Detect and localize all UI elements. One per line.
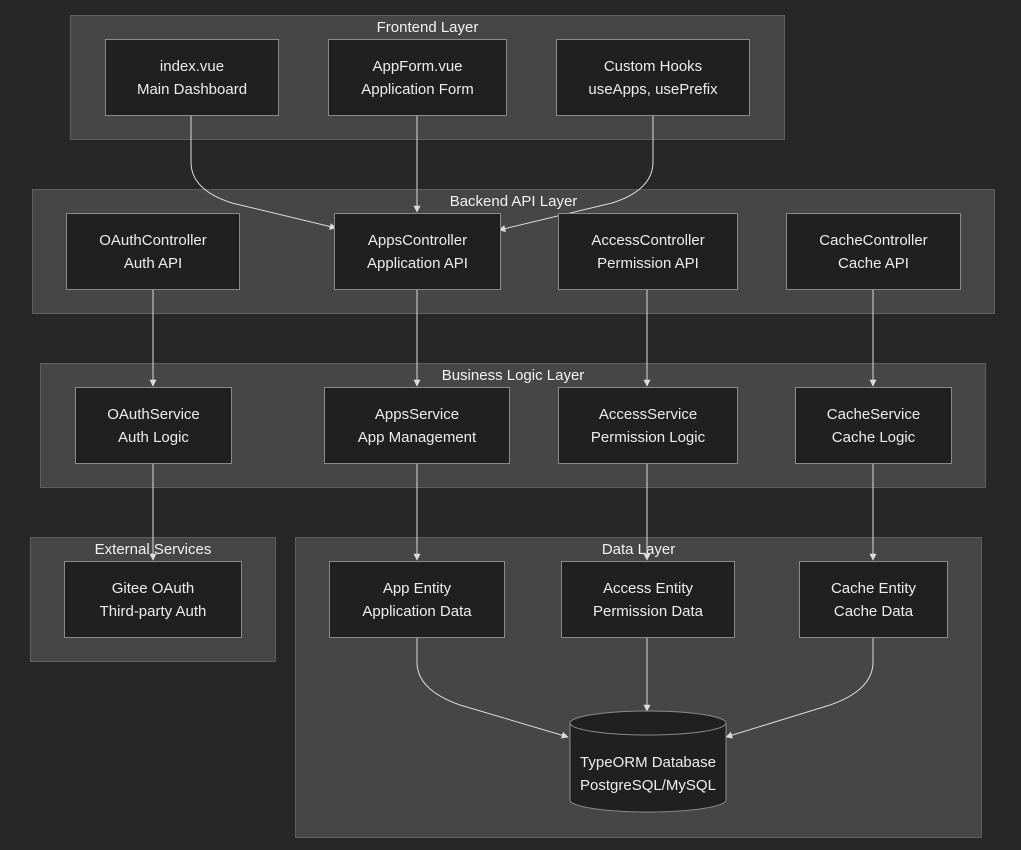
node-line-1: Custom Hooks [603,57,703,75]
node-line-1: OAuthController [99,231,207,249]
node-access-controller: AccessController Permission API [558,213,738,290]
node-line-2: Application Form [361,80,474,98]
node-line-2: Application API [367,254,468,272]
node-apps-service: AppsService App Management [324,387,510,464]
node-line-2: Cache API [838,254,909,272]
node-line-1: AppsController [367,231,468,249]
node-line-1: CacheController [819,231,928,249]
node-line-1: OAuthService [107,405,200,423]
node-line-2: Main Dashboard [136,80,248,98]
node-line-2: useApps, usePrefix [588,80,718,98]
node-line-1: AppForm.vue [372,57,463,75]
group-title: Frontend Layer [376,19,479,36]
edge-cache-entity-to-database [725,638,874,739]
node-appform-vue: AppForm.vue Application Form [328,39,507,116]
node-line-1: Access Entity [602,579,694,597]
node-line-1: AppsService [374,405,460,423]
node-line-2: Third-party Auth [99,602,207,620]
node-line-2: App Management [357,428,477,446]
node-line-1: index.vue [159,57,225,75]
node-line-2: PostgreSQL/MySQL [580,777,716,794]
node-line-1: App Entity [382,579,452,597]
node-custom-hooks: Custom Hooks useApps, usePrefix [556,39,750,116]
edge-app-entity-to-database [416,638,569,739]
node-cache-entity: Cache Entity Cache Data [799,561,948,638]
node-typeorm-database: TypeORM Database PostgreSQL/MySQL [570,736,726,812]
node-line-2: Auth API [123,254,183,272]
node-gitee-oauth: Gitee OAuth Third-party Auth [64,561,242,638]
node-line-2: Cache Data [833,602,914,620]
database-cylinder-shape [569,710,727,813]
group-title: Backend API Layer [449,193,578,210]
node-apps-controller: AppsController Application API [334,213,501,290]
edge-index-to-apps-controller [190,116,337,230]
node-line-2: Permission Data [592,602,704,620]
node-line-1: CacheService [826,405,921,423]
node-line-1: Gitee OAuth [111,579,195,597]
node-line-2: Cache Logic [831,428,916,446]
node-line-2: Application Data [362,602,472,620]
node-line-1: Cache Entity [830,579,917,597]
node-line-1: AccessController [591,231,705,249]
node-access-service: AccessService Permission Logic [558,387,738,464]
node-cache-controller: CacheController Cache API [786,213,961,290]
node-line-2: Permission Logic [590,428,706,446]
edge-hooks-to-apps-controller [498,116,654,232]
node-access-entity: Access Entity Permission Data [561,561,735,638]
node-line-1: AccessService [598,405,698,423]
group-title: Data Layer [601,541,676,558]
node-line-2: Permission API [597,254,699,272]
node-line-2: Auth Logic [118,428,189,446]
node-line-1: TypeORM Database [580,754,716,771]
node-cache-service: CacheService Cache Logic [795,387,952,464]
node-oauth-controller: OAuthController Auth API [66,213,240,290]
group-title: Business Logic Layer [441,367,585,384]
node-index-vue: index.vue Main Dashboard [105,39,279,116]
node-oauth-service: OAuthService Auth Logic [75,387,232,464]
node-app-entity: App Entity Application Data [329,561,505,638]
